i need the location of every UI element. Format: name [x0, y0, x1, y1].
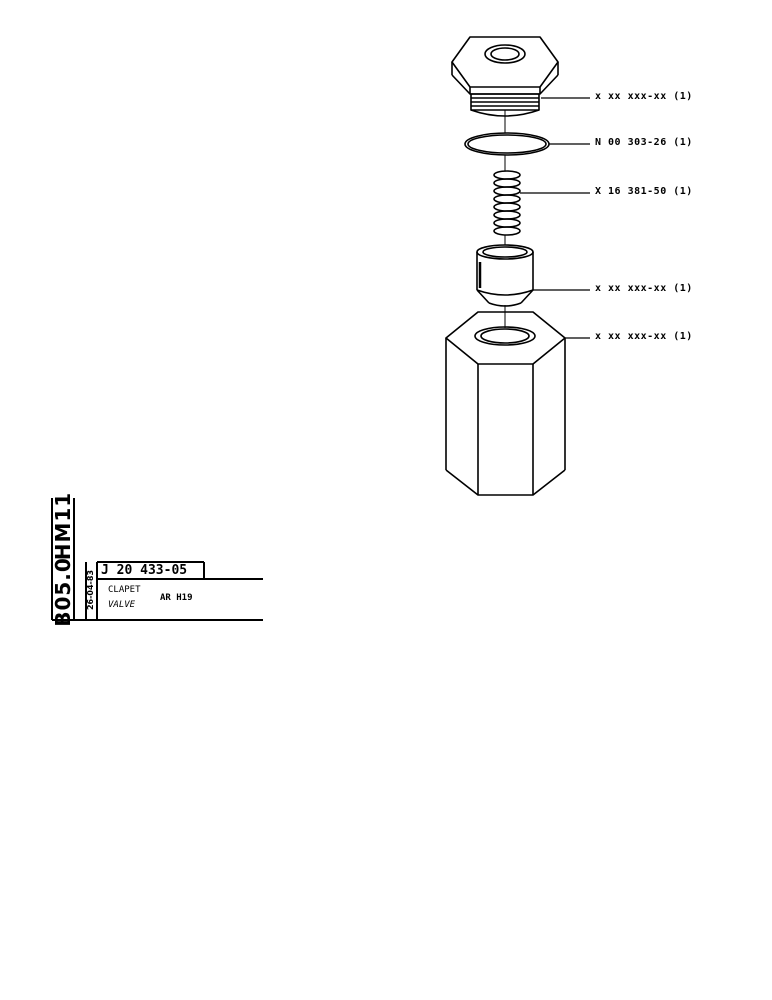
part-label-spring: X 16 381-50 (1)	[595, 186, 693, 197]
drawing-date: 26-04-83	[86, 569, 95, 611]
model-code: HM11	[51, 491, 75, 561]
part-name-fr: CLAPET	[108, 585, 141, 595]
part-number: J 20 433-05	[101, 563, 188, 578]
part-label-poppet: x xx xxx-xx (1)	[595, 283, 693, 294]
title-block	[51, 498, 263, 621]
part-label-plug: x xx xxx-xx (1)	[595, 91, 693, 102]
leader-lines	[520, 97, 590, 339]
hex-plug	[451, 36, 559, 117]
spring	[493, 170, 521, 236]
hex-body	[445, 311, 566, 496]
part-name-en: VALVE	[108, 600, 136, 610]
part-spec: AR H19	[160, 593, 193, 603]
valve-poppet	[476, 244, 534, 307]
o-ring	[464, 132, 550, 156]
part-label-o-ring: N 00 303-26 (1)	[595, 137, 693, 148]
sheet-code: B05.0	[51, 557, 75, 627]
part-label-body: x xx xxx-xx (1)	[595, 331, 693, 342]
